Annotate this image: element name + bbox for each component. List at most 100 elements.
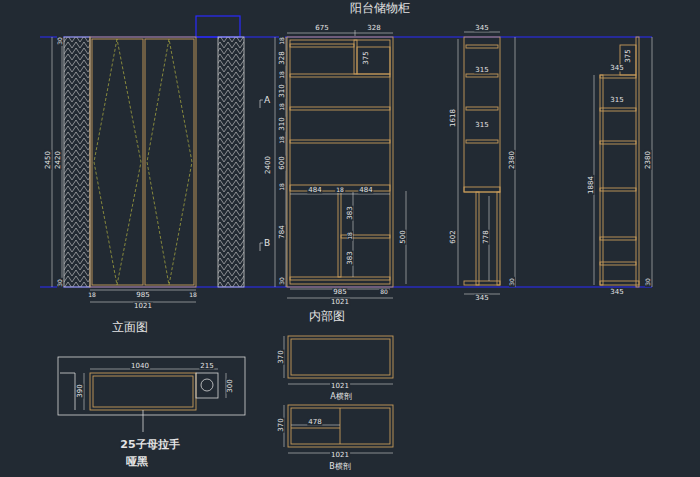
dimension-line bbox=[62, 40, 63, 284]
plan-outline bbox=[196, 373, 218, 398]
dimension-label: 30 bbox=[57, 36, 63, 46]
dimension-label: 370 bbox=[278, 349, 285, 364]
dimension-line bbox=[90, 290, 196, 291]
section-marker bbox=[260, 100, 263, 251]
dimension-label: 2450 bbox=[45, 150, 52, 170]
dimension-label: 478 bbox=[307, 419, 322, 426]
dimension-label: 18 bbox=[335, 187, 345, 193]
cabinet-outline bbox=[90, 37, 196, 287]
cabinet-outline bbox=[497, 192, 500, 285]
cabinet-outline bbox=[466, 140, 498, 143]
dimension-label: 2380 bbox=[509, 150, 516, 170]
dimension-label: 778 bbox=[483, 229, 490, 244]
dimension-label: 345 bbox=[474, 295, 489, 302]
dimension-label: 2400 bbox=[265, 155, 272, 175]
plan-outline bbox=[75, 373, 76, 410]
dimension-label: 484 bbox=[358, 187, 373, 194]
dimension-label: 375 bbox=[363, 50, 370, 65]
dimension-label: 500 bbox=[400, 229, 407, 244]
dimension-label: 30 bbox=[645, 277, 651, 287]
cabinet-outline bbox=[600, 75, 636, 78]
dimension-label: 985 bbox=[332, 289, 347, 296]
dimension-label: 345 bbox=[474, 25, 489, 32]
cabinet-outline bbox=[466, 45, 498, 48]
cabinet-outline bbox=[90, 373, 196, 410]
dimension-label: 1021 bbox=[330, 299, 350, 306]
cabinet-outline bbox=[145, 39, 194, 285]
dimension-label: 18 bbox=[279, 102, 285, 112]
dimension-label: 80 bbox=[379, 289, 389, 295]
dimension-label: 383 bbox=[347, 250, 354, 265]
dimension-label: 328 bbox=[366, 25, 381, 32]
dimension-line bbox=[458, 39, 459, 285]
dimension-line bbox=[52, 30, 652, 453]
caption-label: B横剖 bbox=[328, 463, 352, 471]
cabinet-outline bbox=[357, 47, 390, 74]
drawing-title: 阳台储物柜 bbox=[349, 2, 411, 14]
cabinet-outline bbox=[290, 74, 390, 77]
dimension-line bbox=[290, 194, 390, 195]
caption-label: 哑黑 bbox=[125, 456, 149, 467]
dimension-label: 18 bbox=[188, 292, 198, 298]
dimension-label: 1884 bbox=[588, 175, 595, 195]
dimension-label: 215 bbox=[199, 363, 214, 370]
dimension-line bbox=[355, 30, 356, 36]
dimension-label: 315 bbox=[474, 122, 489, 129]
cabinet-outline bbox=[290, 107, 390, 110]
cabinet-outline bbox=[290, 140, 390, 143]
dimension-label: 602 bbox=[450, 229, 457, 244]
dimension-label: 18 bbox=[279, 70, 285, 80]
wall-hatch bbox=[64, 37, 90, 287]
cabinet-outline bbox=[290, 40, 390, 284]
plan-outline bbox=[143, 410, 144, 432]
dimension-label: 345 bbox=[609, 289, 624, 296]
plan-outline bbox=[201, 379, 213, 391]
dimension-line bbox=[652, 37, 653, 287]
cabinet-outline bbox=[291, 408, 390, 444]
cabinet-outline bbox=[92, 39, 143, 285]
dimension-label: 18 bbox=[279, 135, 285, 145]
door-swing bbox=[94, 39, 141, 285]
caption-label: 25子母拉手 bbox=[119, 439, 180, 450]
dimension-line bbox=[287, 33, 393, 34]
dimension-label: 30 bbox=[509, 277, 515, 287]
cabinet-outline bbox=[466, 107, 498, 110]
caption-label: A bbox=[263, 96, 271, 105]
dimension-label: 2380 bbox=[645, 150, 652, 170]
plan-outline bbox=[58, 357, 245, 415]
dimension-label: 375 bbox=[625, 48, 632, 63]
dimension-line bbox=[52, 37, 53, 287]
cabinet-outline bbox=[338, 191, 341, 277]
caption-label: 内部图 bbox=[308, 310, 346, 322]
cabinet-outline bbox=[600, 141, 636, 144]
dimension-label: 1021 bbox=[330, 383, 350, 390]
plan-outline bbox=[58, 357, 245, 432]
cabinet-outline bbox=[600, 75, 603, 285]
cabinet-outline bbox=[93, 376, 193, 407]
dimension-label: 18 bbox=[347, 231, 353, 241]
dimension-label: 18 bbox=[279, 182, 285, 192]
dimension-label: 1618 bbox=[450, 108, 457, 128]
cabinet-outline bbox=[636, 37, 639, 287]
door-swing bbox=[147, 39, 192, 285]
cabinet-outline bbox=[290, 44, 354, 47]
dimension-label: 2420 bbox=[55, 150, 62, 170]
dimension-label: 328 bbox=[279, 50, 286, 65]
dimension-label: 300 bbox=[227, 378, 234, 393]
caption-label: A横剖 bbox=[329, 393, 352, 401]
dimension-label: 784 bbox=[279, 224, 286, 239]
dimension-label: 30 bbox=[57, 278, 63, 288]
cabinet-outline bbox=[291, 339, 390, 375]
cabinet-outline bbox=[288, 336, 393, 378]
dimension-label: 985 bbox=[135, 292, 150, 299]
cabinet-outline bbox=[600, 262, 636, 265]
dimension-line bbox=[464, 32, 500, 33]
cabinet-outline bbox=[354, 40, 357, 74]
wall-hatch bbox=[64, 37, 244, 287]
dimension-line bbox=[286, 37, 287, 287]
dimension-label: 600 bbox=[279, 155, 286, 170]
caption-label: 立面图 bbox=[111, 321, 149, 333]
cabinet-outline bbox=[600, 281, 639, 285]
dimension-label: 315 bbox=[474, 67, 489, 74]
